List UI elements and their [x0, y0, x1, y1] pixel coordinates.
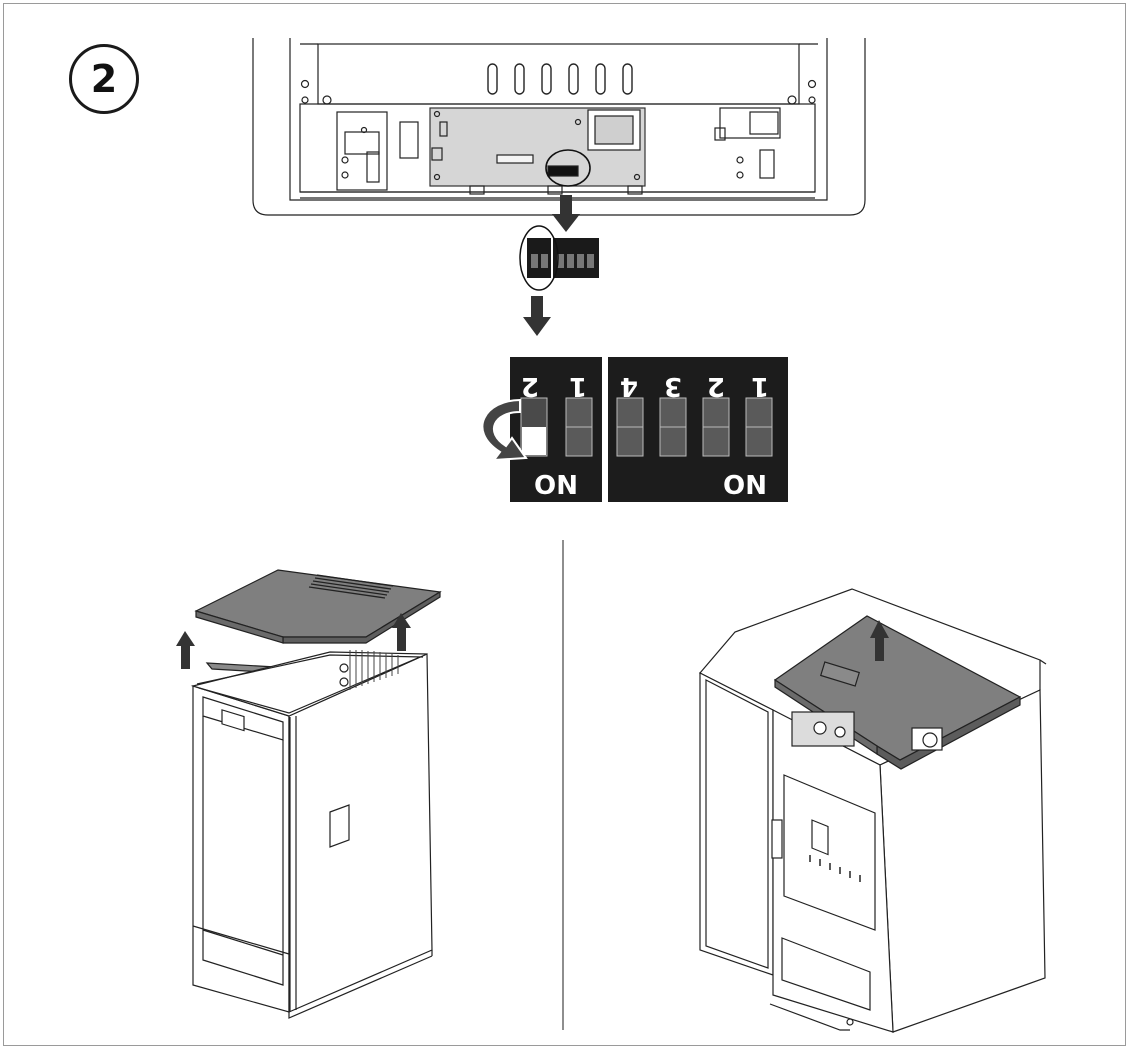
arrow-down-1 — [552, 195, 580, 232]
flip-action-arrow-icon — [481, 398, 528, 462]
dip-switch-right-block: 4 3 2 1 NO — [608, 357, 788, 502]
step-number-badge: 2 — [69, 44, 139, 114]
dip-left-number-1: 1 — [569, 371, 587, 401]
dip-preview-callout — [519, 225, 559, 291]
lift-arrow-left-icon — [176, 631, 195, 669]
dip-switch-preview — [519, 225, 599, 291]
callout-circle — [545, 149, 591, 187]
dip-right-number-2: 2 — [707, 371, 725, 401]
boiler-lid-removal-illustration — [176, 569, 442, 1019]
lift-arrow-cover-icon — [870, 620, 889, 661]
dip-right-number-4: 4 — [620, 371, 638, 401]
dip-right-number-3: 3 — [664, 371, 682, 401]
dip-left-number-2: 2 — [521, 371, 539, 401]
lift-arrow-right-icon — [392, 613, 411, 651]
dip-left-label: NO — [534, 468, 578, 498]
control-board-illustration — [252, 38, 866, 216]
figure-frame — [3, 3, 1126, 1046]
boiler-cover-removal-illustration — [699, 588, 1047, 1033]
dip-right-number-1: 1 — [751, 371, 769, 401]
arrow-down-2 — [523, 296, 551, 336]
dip-right-label: NO — [723, 468, 767, 498]
lid-vent-grille — [308, 574, 394, 599]
vent-slots — [487, 63, 633, 95]
step-number: 2 — [90, 57, 118, 101]
dip-switch-left-block: 2 1 NO — [510, 357, 602, 502]
